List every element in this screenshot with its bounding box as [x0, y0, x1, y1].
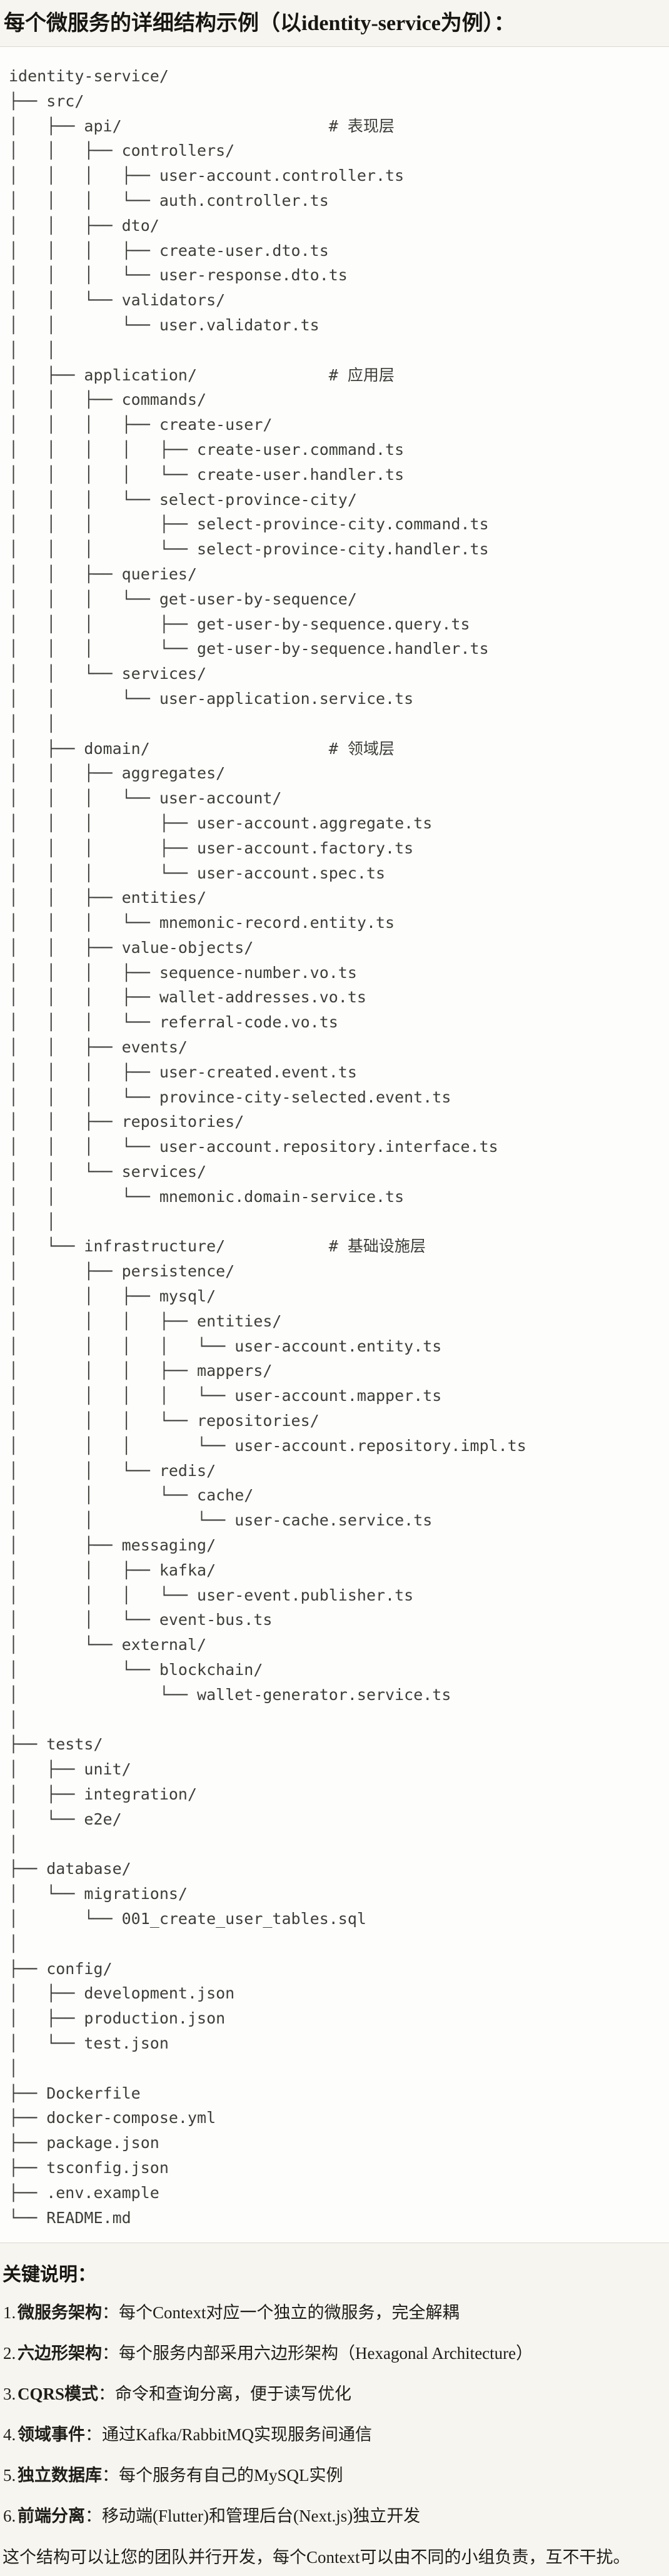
note-number: 4.	[3, 2425, 16, 2445]
note-term: 独立数据库	[18, 2466, 102, 2485]
notes-section: 关键说明： 1.微服务架构：每个Context对应一个独立的微服务，完全解耦 2…	[0, 2243, 669, 2568]
note-term: 领域事件	[18, 2425, 85, 2445]
note-number: 6.	[3, 2507, 16, 2526]
note-desc: ：每个Context对应一个独立的微服务，完全解耦	[102, 2303, 460, 2323]
note-number: 5.	[3, 2466, 16, 2485]
note-term: 微服务架构	[18, 2303, 102, 2323]
note-item-1: 1.微服务架构：每个Context对应一个独立的微服务，完全解耦	[3, 2302, 660, 2323]
note-item-6: 6.前端分离：移动端(Flutter)和管理后台(Next.js)独立开发	[3, 2505, 660, 2527]
note-number: 3.	[3, 2385, 16, 2404]
file-tree: identity-service/ ├── src/ │ ├── api/ # …	[9, 67, 526, 2227]
code-block: identity-service/ ├── src/ │ ├── api/ # …	[0, 46, 669, 2244]
note-item-5: 5.独立数据库：每个服务有自己的MySQL实例	[3, 2465, 660, 2486]
note-desc: ：通过Kafka/RabbitMQ实现服务间通信	[85, 2425, 372, 2445]
note-footer: 这个结构可以让您的团队并行开发，每个Context可以由不同的小组负责，互不干扰…	[3, 2548, 630, 2567]
notes-heading: 关键说明：	[3, 2264, 96, 2286]
note-number: 2.	[3, 2344, 16, 2363]
note-item-3: 3.CQRS模式：命令和查询分离，便于读写优化	[3, 2383, 660, 2405]
note-term: 六边形架构	[18, 2344, 102, 2363]
note-desc: ：每个服务有自己的MySQL实例	[102, 2466, 343, 2485]
page-title: 每个微服务的详细结构示例（以identity-service为例）：	[4, 12, 515, 35]
note-desc: ：移动端(Flutter)和管理后台(Next.js)独立开发	[85, 2507, 421, 2526]
note-term: CQRS模式	[18, 2385, 99, 2404]
note-number: 1.	[3, 2303, 16, 2323]
note-desc: ：每个服务内部采用六边形架构（Hexagonal Architecture）	[102, 2344, 533, 2363]
note-desc: ：命令和查询分离，便于读写优化	[98, 2385, 352, 2404]
note-item-4: 4.领域事件：通过Kafka/RabbitMQ实现服务间通信	[3, 2424, 660, 2445]
note-term: 前端分离	[18, 2507, 85, 2526]
note-item-2: 2.六边形架构：每个服务内部采用六边形架构（Hexagonal Architec…	[3, 2343, 660, 2364]
